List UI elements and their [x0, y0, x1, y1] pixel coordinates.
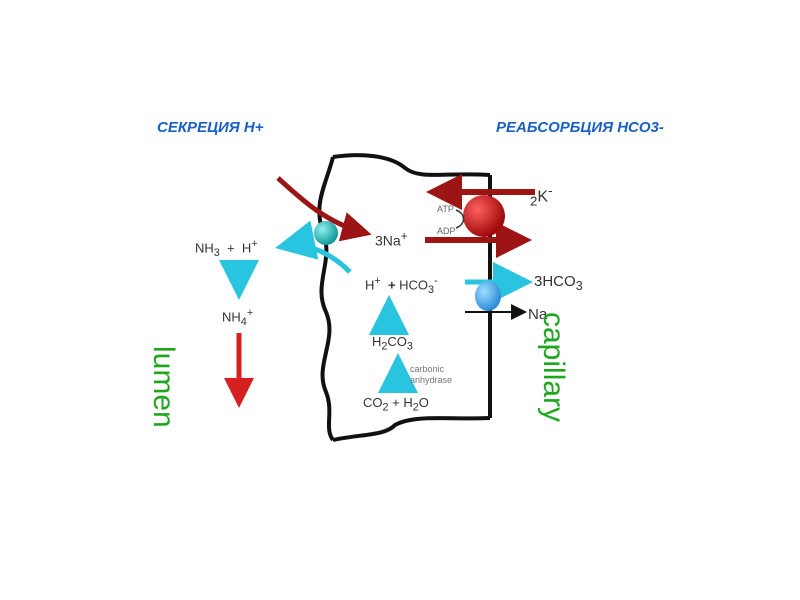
cell-membrane-bottom	[332, 416, 491, 442]
lumen-label: lumen	[147, 346, 180, 428]
cell-membrane-top	[332, 153, 491, 177]
heading-hco3-reabsorption: РЕАБСОРБЦИЯ НСО3-	[496, 119, 664, 136]
enzyme-label-1: carbonic	[410, 364, 445, 374]
h-secretion-arrow	[275, 220, 352, 274]
na-label: Na	[528, 306, 548, 323]
h-plus-hco3-label: H+ + HCO3-	[365, 275, 438, 296]
hco3-3-label: 3HCO3	[534, 273, 583, 293]
atp-label: ATP	[437, 204, 454, 214]
nh3-plus-h-label: NH3 + H+	[195, 238, 258, 259]
adp-label: ADP	[437, 226, 456, 236]
nh4-label: NH4+	[222, 307, 254, 328]
heading-h-secretion: СЕКРЕЦИЯ Н+	[157, 119, 264, 136]
na-k-atpase-pump	[463, 195, 505, 237]
h2co3-label: H2CO3	[372, 334, 413, 353]
k2-label: 2K-	[530, 183, 553, 209]
co2-h2o-label: CO2 + H2O	[363, 395, 429, 414]
atp-hydrolysis-arrow	[455, 209, 465, 229]
na-h-exchanger	[314, 221, 338, 245]
enzyme-label-2: anhydrase	[410, 375, 453, 385]
cell-membrane-apical	[317, 156, 335, 442]
na-entry-arrow	[276, 176, 372, 242]
capillary-label: capillary	[537, 312, 570, 423]
hco3-na-cotransporter	[475, 281, 501, 311]
na3-label: 3Na+	[375, 230, 408, 249]
